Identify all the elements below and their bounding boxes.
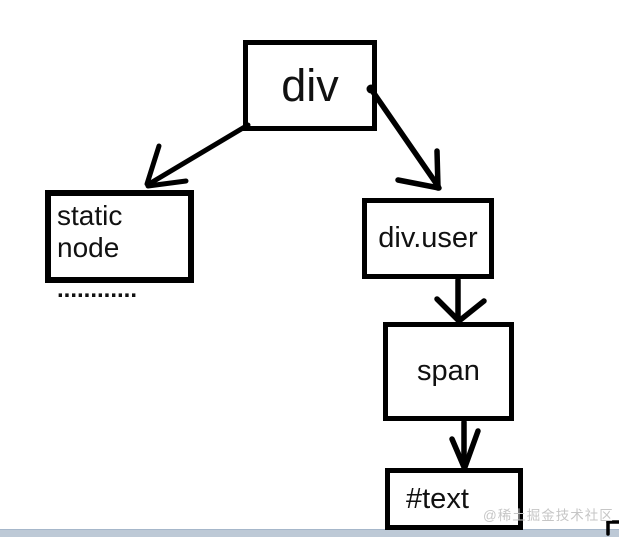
watermark-text: @稀土掘金技术社区	[483, 508, 614, 523]
arrow-div-to-static-node	[144, 122, 251, 189]
node-div-user-label: div.user	[378, 222, 478, 254]
horizontal-scrollbar[interactable]	[0, 529, 619, 537]
node-static-dots: ............	[57, 276, 138, 303]
node-span-label: span	[417, 355, 480, 387]
node-text: #text	[385, 468, 523, 530]
node-static-label: static node	[57, 200, 123, 263]
arrow-div-to-div-user	[366, 84, 442, 191]
node-div-label: div	[281, 59, 339, 111]
node-div-user: div.user	[362, 198, 494, 279]
node-div: div	[243, 40, 377, 131]
node-text-label: #text	[406, 482, 469, 515]
node-static-node: static node ............	[45, 190, 194, 302]
node-span: span	[383, 322, 514, 421]
arrow-span-to-text	[449, 419, 481, 470]
arrow-div-user-to-span	[434, 277, 487, 324]
